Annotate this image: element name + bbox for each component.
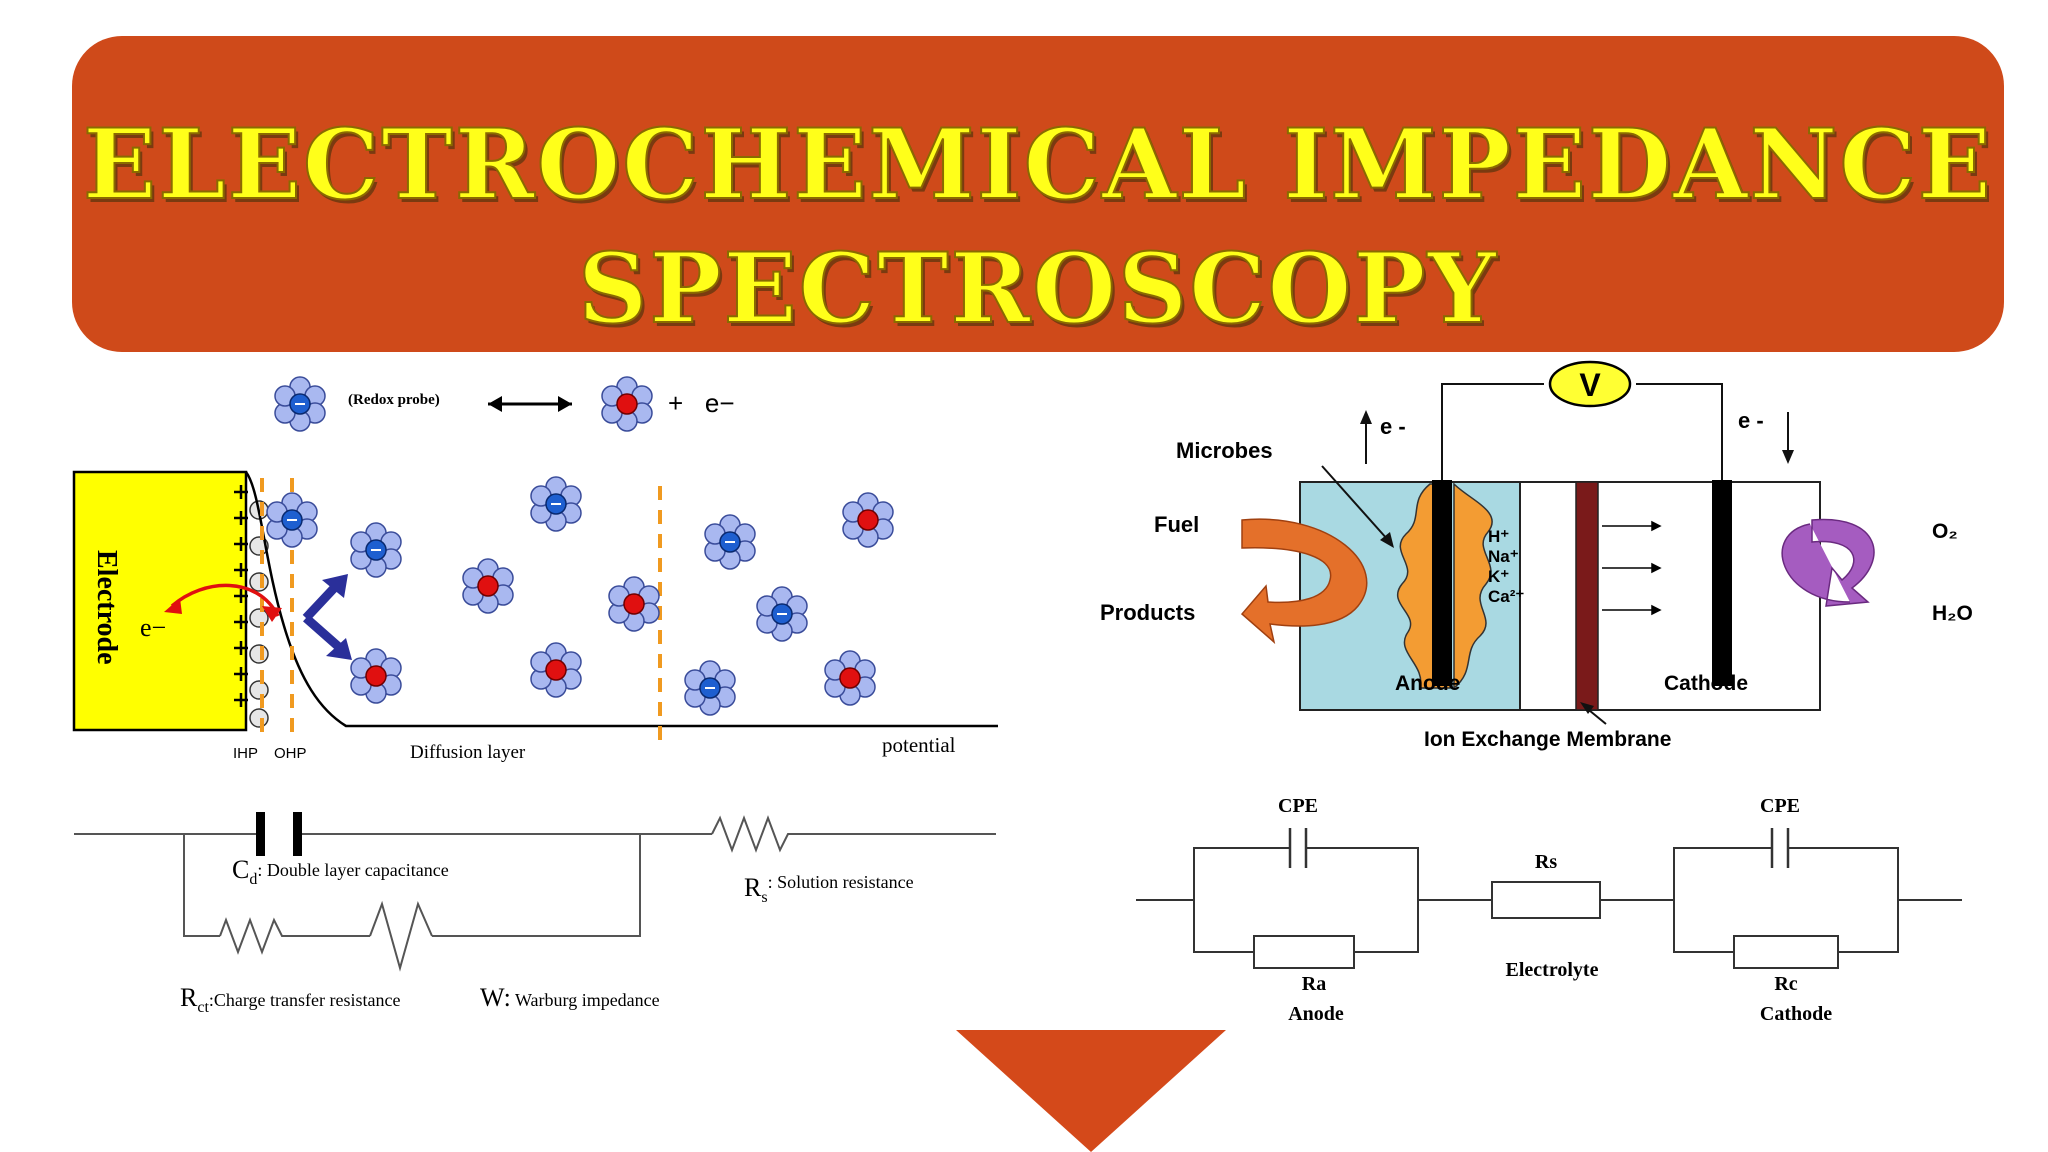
redox-probe-label: (Redox probe) xyxy=(348,392,440,408)
rs-resistor xyxy=(1491,881,1601,919)
rs-label: Rs: Solution resistance xyxy=(744,872,914,906)
electrode-label: Electrode xyxy=(91,550,122,665)
products-label: Products xyxy=(1100,600,1195,625)
electron-right-label: e - xyxy=(1738,408,1764,433)
rs-label: Rs xyxy=(1535,851,1557,873)
diffusion-layer-label: Diffusion layer xyxy=(410,742,526,763)
svg-text:H⁺: H⁺ xyxy=(1488,527,1509,546)
anode-parallel-branch xyxy=(1193,847,1290,900)
ra-label: Ra xyxy=(1302,973,1326,995)
redox-molecule-reduced xyxy=(266,492,318,548)
voltmeter-label: V xyxy=(1579,367,1601,403)
redox-molecule-oxidized xyxy=(824,650,876,706)
down-pointer-triangle xyxy=(956,1030,1226,1152)
double-layer-diagram: (Redox probe) + e− Electrode e− xyxy=(72,376,998,763)
redox-probe-reduced-molecule xyxy=(274,376,326,432)
randles-circuit: Cd: Double layer capacitance Rs: Solutio… xyxy=(74,812,996,1016)
title-line-2: SPECTROSCOPY xyxy=(577,231,1498,346)
warburg-element xyxy=(369,900,433,972)
redox-molecule-reduced xyxy=(684,660,736,716)
fuel-arrow xyxy=(1240,518,1368,645)
cathode-electrode xyxy=(1712,480,1732,686)
redox-molecule-oxidized xyxy=(462,558,514,614)
cpe-left-capacitor xyxy=(1288,828,1308,868)
electrolyte-label: Electrolyte xyxy=(1506,959,1599,981)
microbes-pointer xyxy=(1321,465,1389,541)
ihp-label: IHP xyxy=(233,745,258,762)
anode-circuit-label: Anode xyxy=(1288,1003,1344,1025)
potential-curve xyxy=(244,471,998,728)
rct-label: Rct:Charge transfer resistance xyxy=(180,983,400,1016)
reaction-electron-label: + e− xyxy=(668,388,735,418)
electron-left-label: e - xyxy=(1380,414,1406,439)
ra-resistor xyxy=(1253,935,1355,969)
fuel-label: Fuel xyxy=(1154,512,1199,537)
electrode-block xyxy=(72,470,248,732)
redox-molecule-oxidized xyxy=(350,648,402,704)
ohp-label: OHP xyxy=(274,745,307,762)
cathode-circuit-label: Cathode xyxy=(1760,1003,1832,1025)
title-banner: ELECTROCHEMICAL IMPEDANCE SPECTROSCOPY xyxy=(72,36,2004,352)
cd-label: Cd: Double layer capacitance xyxy=(232,855,449,888)
svg-text:K⁺: K⁺ xyxy=(1488,567,1509,586)
external-wire xyxy=(1441,383,1544,480)
cpe-right-capacitor xyxy=(1770,828,1790,868)
svg-text:Ca²⁺: Ca²⁺ xyxy=(1488,587,1524,606)
cpe-left-label: CPE xyxy=(1278,795,1318,817)
redox-molecule-reduced xyxy=(530,476,582,532)
anode-electrode xyxy=(1432,480,1452,686)
redox-molecule-reduced xyxy=(350,522,402,578)
electrode-electron-label: e− xyxy=(140,613,166,642)
potential-label: potential xyxy=(882,733,956,757)
redox-molecule-reduced xyxy=(704,514,756,570)
electron-transfer-arrow xyxy=(170,583,280,617)
microbial-fuel-cell-diagram: V e - e - Microbes Fuel Products H⁺ Na⁺ … xyxy=(1100,360,1973,751)
rc-resistor xyxy=(1733,935,1839,969)
fuel-cell-equivalent-circuit: CPE CPE Rs Electrolyte Ra Anode Rc Catho… xyxy=(1136,795,1962,1025)
oxygen-arrow xyxy=(1781,518,1875,607)
cathode-label: Cathode xyxy=(1664,672,1748,695)
cathode-parallel-branch xyxy=(1673,847,1772,900)
cd-capacitor xyxy=(256,812,302,856)
cathode-chamber xyxy=(1519,481,1821,711)
o2-label: O₂ xyxy=(1932,520,1958,543)
redox-molecule-oxidized xyxy=(530,642,582,698)
rs-resistor xyxy=(711,815,794,853)
diffusion-arrows-icon xyxy=(302,582,343,652)
redox-molecule-oxidized xyxy=(842,492,894,548)
rc-label: Rc xyxy=(1774,973,1797,995)
redox-probe-oxidized-molecule xyxy=(601,376,653,432)
anode-label: Anode xyxy=(1395,672,1460,695)
voltmeter xyxy=(1548,360,1632,408)
electrode-charges xyxy=(234,485,248,707)
w-label: W: Warburg impedance xyxy=(480,983,660,1012)
ion-exchange-membrane xyxy=(1575,481,1599,711)
membrane-label: Ion Exchange Membrane xyxy=(1424,728,1671,751)
redox-molecule-oxidized xyxy=(608,576,660,632)
ion-flow-arrows xyxy=(1602,520,1662,616)
h2o-label: H₂O xyxy=(1932,602,1973,625)
cpe-right-label: CPE xyxy=(1760,795,1800,817)
microbes-label: Microbes xyxy=(1176,438,1273,463)
adsorbed-ions xyxy=(249,500,269,728)
title-line-1: ELECTROCHEMICAL IMPEDANCE xyxy=(82,107,1993,222)
ion-labels: H⁺ Na⁺ K⁺ Ca²⁺ xyxy=(1488,527,1524,606)
redox-molecule-reduced xyxy=(756,586,808,642)
svg-text:Na⁺: Na⁺ xyxy=(1488,547,1519,566)
rct-resistor xyxy=(219,917,288,955)
